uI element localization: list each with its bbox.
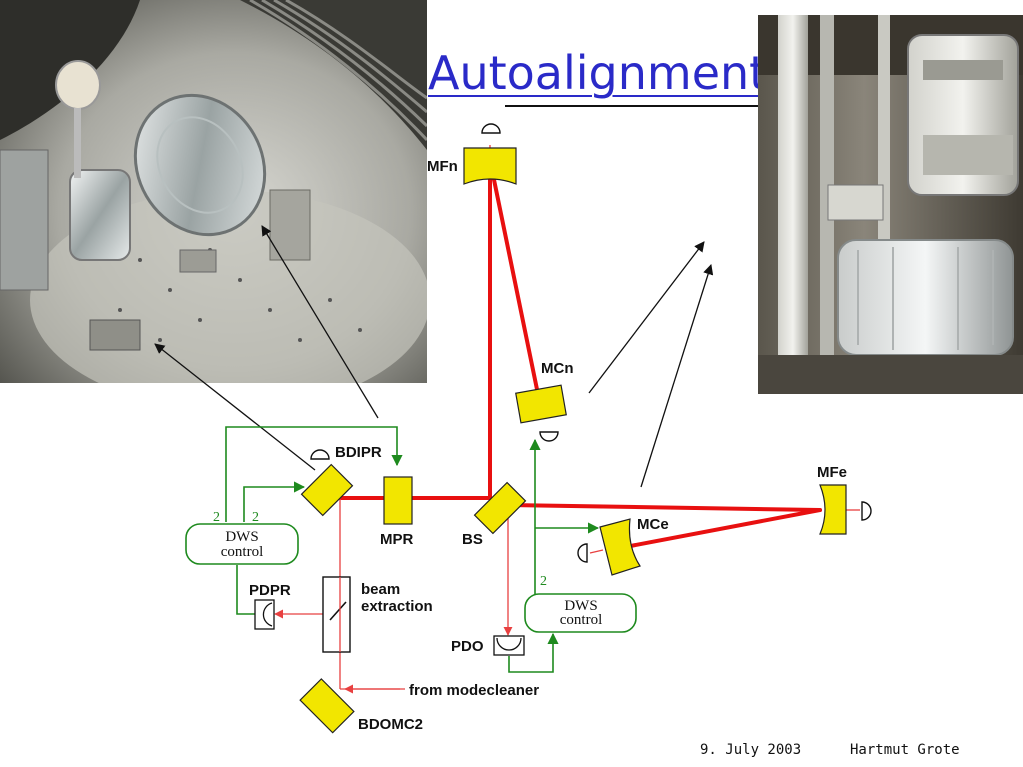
- control-left-top: [225, 426, 403, 522]
- mirror-bs: [473, 481, 527, 535]
- control-left-bdipr: [243, 481, 306, 522]
- beam-mce-detector: [589, 549, 604, 554]
- beam-mcn-mfn: [490, 168, 542, 406]
- label-bdomc2: BDOMC2: [358, 716, 423, 733]
- detector-mce: [577, 543, 588, 563]
- slide-title: Autoalignment: [428, 46, 768, 100]
- channel-count-right: 2: [540, 574, 547, 589]
- photo-mirror-assembly: [758, 15, 1023, 394]
- channel-count-left-b: 2: [252, 510, 259, 525]
- beam-mfe-mce: [618, 508, 822, 550]
- detector-pdpr: [254, 599, 275, 630]
- detector-pdo: [493, 635, 525, 656]
- label-from-modecleaner: from modecleaner: [409, 682, 539, 699]
- label-pdo: PDO: [451, 638, 484, 655]
- label-bs: BS: [462, 531, 483, 548]
- label-mpr: MPR: [380, 531, 414, 548]
- footer-author: Hartmut Grote: [850, 742, 960, 758]
- footer-date: 9. July 2003: [700, 742, 802, 758]
- label-mcn: MCn: [541, 360, 574, 377]
- detector-mfn: [481, 123, 501, 134]
- dws-right-line1: DWS: [564, 598, 597, 614]
- dws-left-line1: DWS: [225, 529, 258, 545]
- detector-bdipr: [310, 449, 330, 460]
- dws-control-left: [185, 523, 299, 565]
- label-mfn: MFn: [427, 158, 458, 175]
- label-mfe: MFe: [817, 464, 847, 481]
- label-mce: MCe: [637, 516, 669, 533]
- dws-right-line2: control: [560, 612, 603, 628]
- mirror-bdipr: [300, 463, 354, 517]
- pointer-arrow-mcn-photo: [588, 241, 705, 394]
- mirror-mfn: [463, 147, 517, 185]
- dws-left-line2: control: [221, 544, 264, 560]
- control-left-pdpr: [236, 565, 256, 615]
- mirror-bdomc2: [299, 678, 355, 734]
- pointer-arrow-mce-photo: [640, 264, 714, 488]
- control-pdo: [508, 632, 559, 673]
- dws-control-right: [524, 593, 637, 633]
- mirror-mpr: [383, 476, 413, 525]
- title-underline-rule: [505, 105, 759, 107]
- detector-mfe: [861, 501, 872, 521]
- detector-mcn: [539, 431, 559, 442]
- pointer-arrow-bdipr-photo: [154, 343, 316, 471]
- mirror-mfe: [819, 484, 847, 535]
- mirror-mcn: [515, 384, 567, 424]
- label-bdipr: BDIPR: [335, 444, 382, 461]
- beam-extraction-box: [322, 576, 351, 653]
- label-beam-extraction-line2: extraction: [361, 598, 433, 615]
- label-beam-extraction-line1: beam: [361, 581, 400, 598]
- label-pdpr: PDPR: [249, 582, 291, 599]
- mirror-mce: [599, 518, 641, 576]
- pointer-arrow-bs-photo: [261, 225, 379, 419]
- beam-bs-mfe: [506, 503, 822, 512]
- channel-count-left-a: 2: [213, 510, 220, 525]
